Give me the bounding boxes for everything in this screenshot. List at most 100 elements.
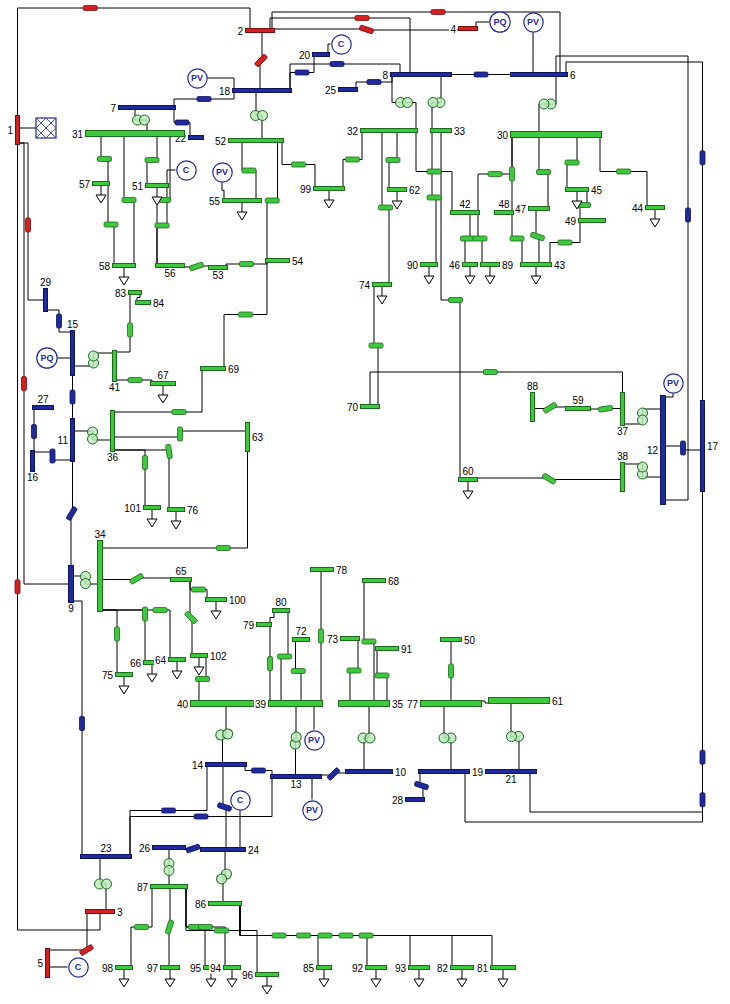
generator-circle: PV (663, 373, 684, 394)
line-impedance (367, 80, 381, 85)
impedance-block (242, 168, 256, 173)
bus-number: 74 (358, 279, 371, 290)
transformer-coil (222, 728, 233, 739)
transformer-symbol (95, 879, 112, 889)
bus-bar: 52 (228, 138, 284, 143)
bus-number: 55 (208, 195, 221, 206)
line-impedance (242, 168, 256, 173)
load-arrow (172, 662, 182, 679)
load-arrow (572, 192, 582, 209)
load-arrow (194, 658, 204, 675)
generator-ring (187, 68, 206, 87)
load-triangle (206, 979, 216, 987)
impedance-block (268, 657, 273, 671)
load-triangle (465, 276, 475, 284)
impedance-block (128, 323, 133, 337)
load-triangle (119, 277, 129, 285)
line-impedance (355, 16, 369, 21)
impedance-block (449, 298, 463, 303)
impedance-block (265, 198, 279, 203)
line-impedance (449, 664, 454, 678)
load-triangle (424, 276, 434, 284)
load-lead (152, 510, 153, 519)
bus-number: 51 (131, 180, 144, 191)
line-impedance (474, 72, 488, 77)
bus-number: 85 (302, 962, 315, 973)
load-arrow (485, 267, 495, 284)
impedance-block (427, 195, 441, 200)
generator-type: PV (306, 805, 318, 815)
line-impedance (339, 933, 353, 938)
load-arrow (119, 268, 129, 285)
bus-number: 37 (616, 426, 629, 437)
load-triangle (96, 195, 106, 203)
bus-bar: 32 (360, 128, 418, 133)
impedance-block (252, 768, 266, 773)
load-triangle (237, 212, 247, 220)
impedance-block (145, 158, 159, 163)
bus-bar: 49 (578, 218, 606, 223)
bus-number: 57 (78, 178, 91, 189)
impedance-block (128, 378, 142, 383)
load-triangle (392, 201, 402, 209)
bus-bar: 18 (232, 88, 292, 93)
line-impedance (359, 933, 373, 938)
bus-number: 7 (109, 102, 117, 113)
generator-circle: C (68, 957, 89, 978)
load-lead (397, 192, 398, 201)
line-connector (50, 967, 68, 968)
line-impedance (449, 298, 463, 303)
load-arrow (531, 267, 541, 284)
line-connector (556, 56, 688, 500)
load-triangle (165, 979, 175, 987)
bus-number: 44 (631, 202, 644, 213)
line-impedance (681, 441, 686, 455)
load-lead (124, 970, 125, 979)
line-impedance (79, 944, 94, 955)
line-impedance (386, 158, 400, 163)
impedance-block (32, 425, 37, 439)
load-triangle (119, 686, 129, 694)
impedance-block (386, 158, 400, 163)
line-impedance (565, 160, 579, 165)
line-connector (465, 492, 703, 822)
impedance-block (153, 608, 167, 613)
bus-number: 32 (346, 125, 359, 136)
bus-number: 92 (351, 962, 364, 973)
bus-number: 11 (57, 435, 69, 446)
bus-number: 53 (211, 270, 224, 281)
impedance-block (318, 933, 332, 938)
line-connector (103, 452, 248, 548)
line-impedance (70, 390, 75, 404)
line-connector (18, 8, 251, 115)
load-arrow (158, 386, 168, 403)
load-triangle (498, 979, 508, 987)
bus-number: 26 (138, 842, 151, 853)
line-impedance (115, 627, 120, 641)
transformer-coil (164, 866, 174, 876)
load-arrow (165, 970, 175, 987)
load-arrow (392, 192, 402, 209)
line-impedance (265, 198, 279, 203)
impedance-block (216, 546, 230, 551)
bus-bar: 76 (167, 507, 185, 512)
bus-bar: 96 (255, 972, 279, 977)
bus-number: 1 (6, 125, 14, 136)
bus-number: 83 (114, 287, 127, 298)
generator-ring (663, 373, 682, 392)
bus-bar: 17 (700, 400, 705, 492)
line-connector (290, 57, 314, 88)
bus-number: 82 (436, 962, 449, 973)
bus-number: 88 (526, 381, 539, 392)
bus-bar: 63 (245, 422, 250, 452)
bus-bar: 99 (313, 186, 345, 191)
load-arrow (211, 602, 221, 619)
impedance-block (15, 580, 20, 594)
impedance-block (22, 377, 27, 391)
bus-bar: 3 (85, 909, 115, 914)
impedance-block (143, 607, 148, 621)
load-lead (429, 267, 430, 276)
bus-bar: 6 (510, 72, 568, 77)
bus-number: 33 (453, 125, 466, 136)
bus-number: 90 (406, 259, 419, 270)
